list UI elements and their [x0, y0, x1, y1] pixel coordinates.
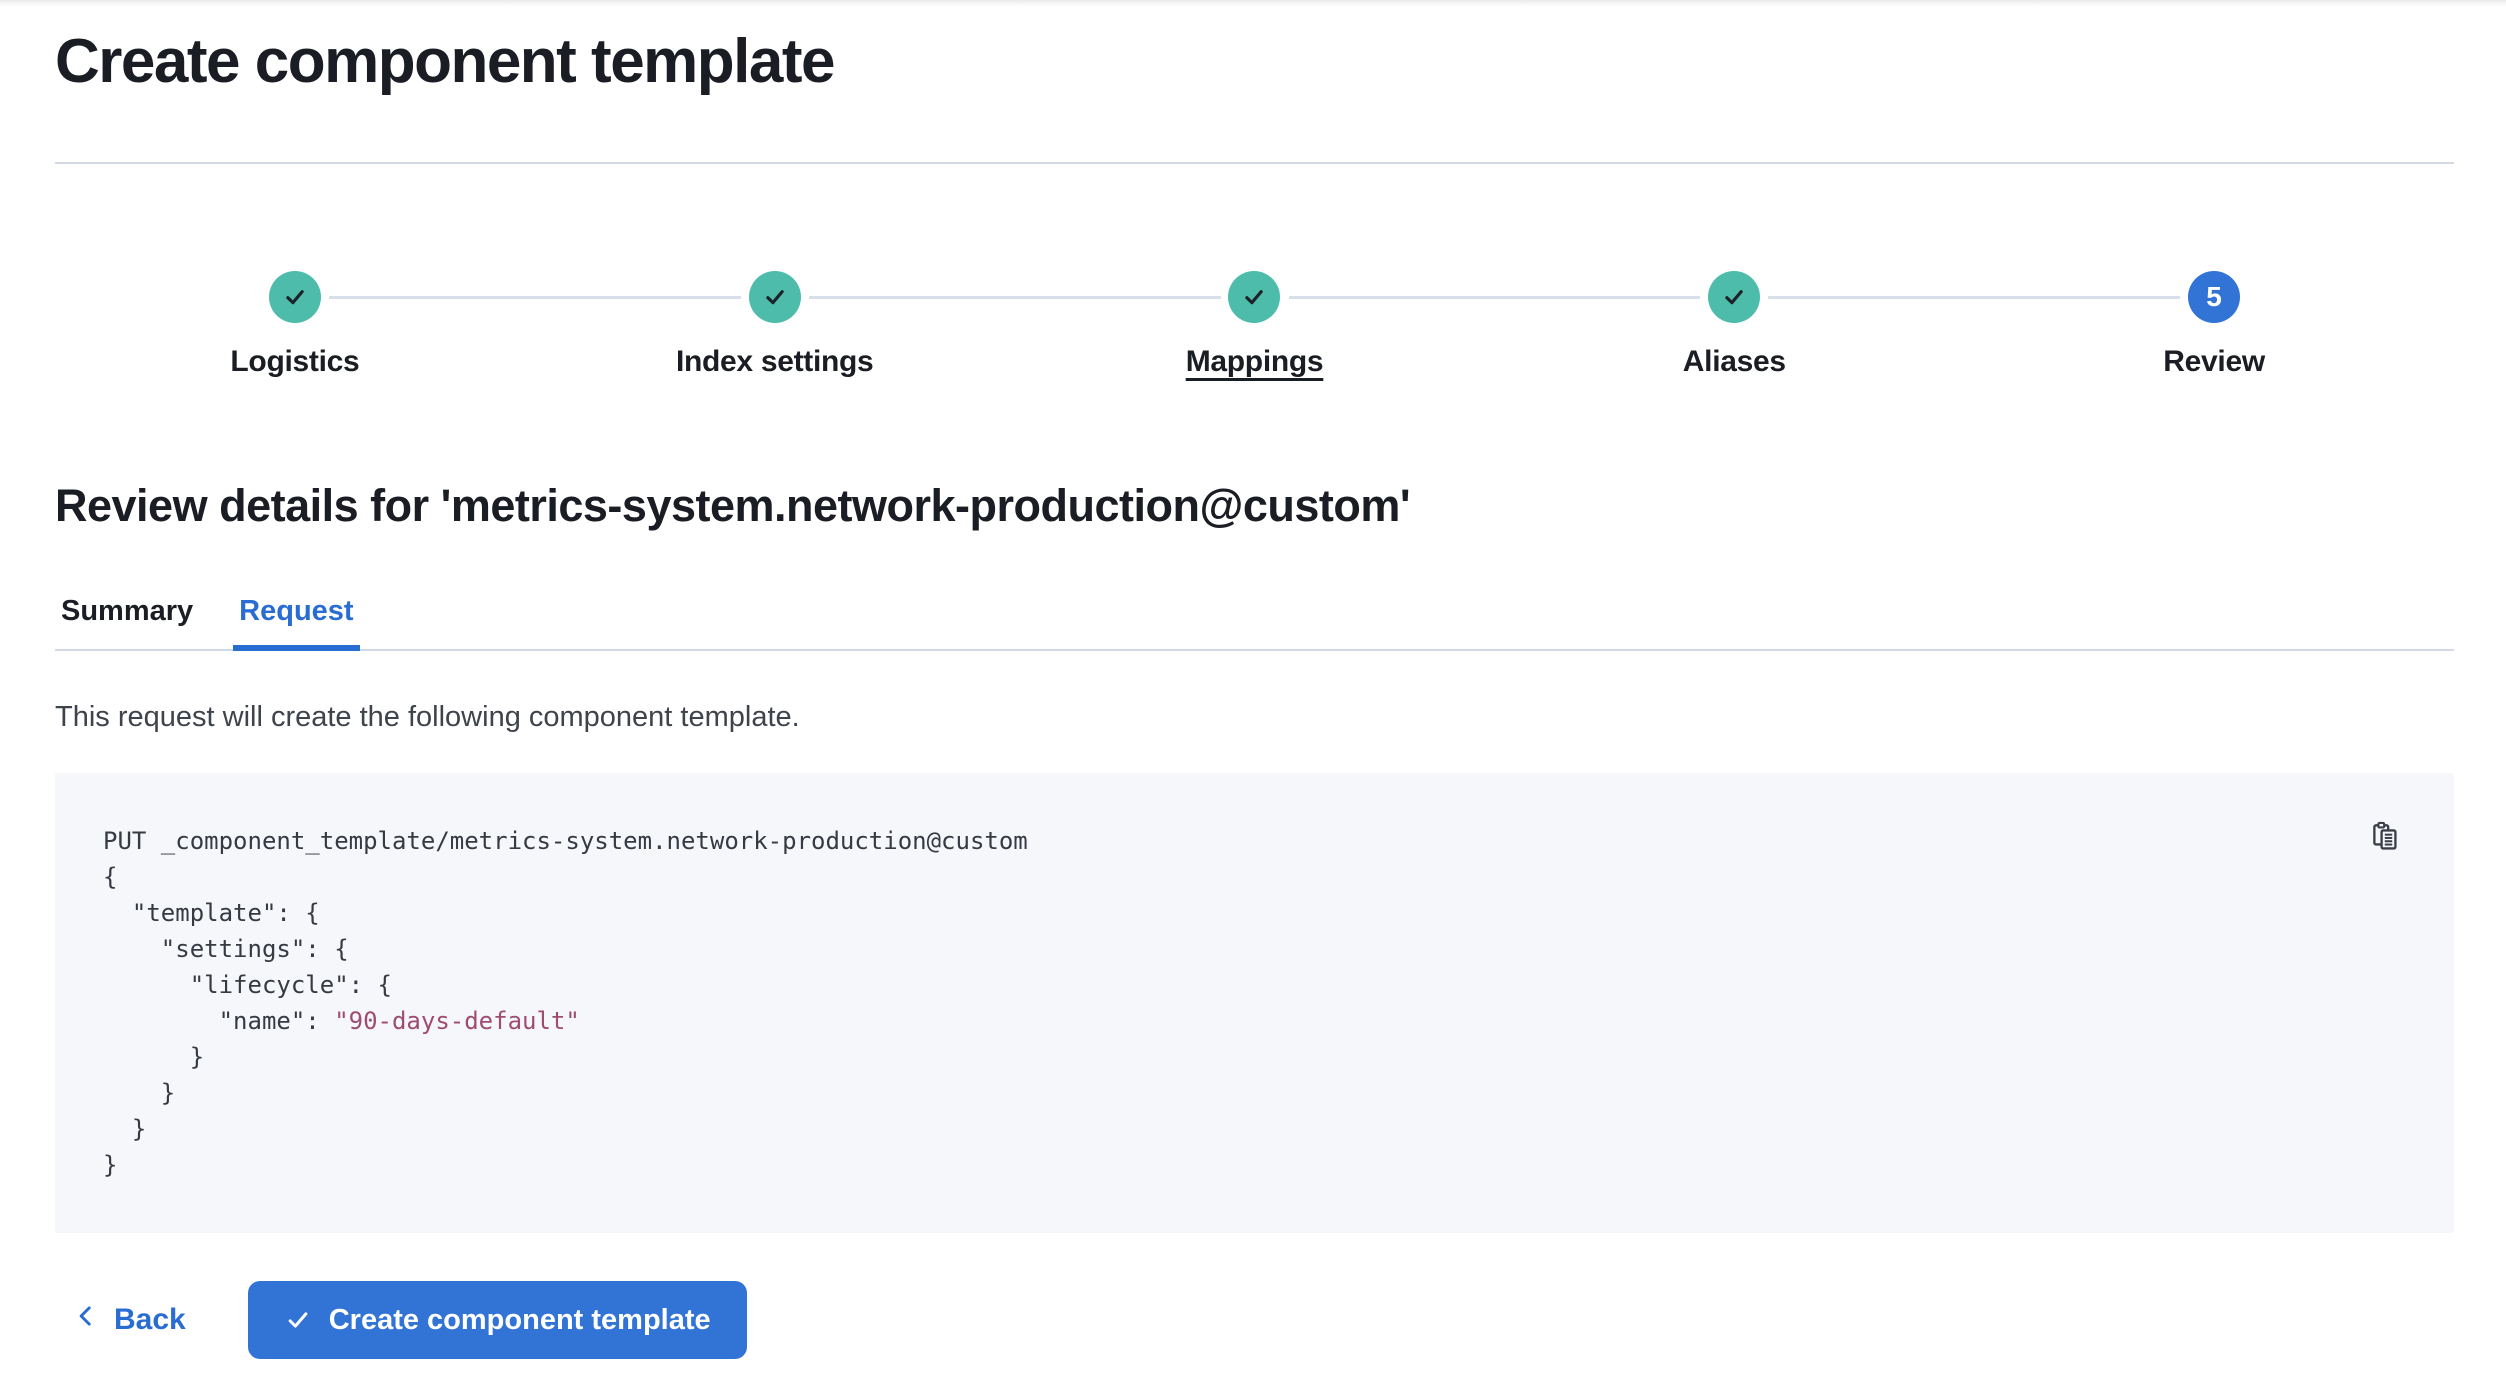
code-line: "name": "90-days-default" — [103, 1007, 580, 1036]
code-line: "lifecycle": { — [103, 971, 392, 1000]
stepper-step-index-settings[interactable]: Index settings — [328, 271, 1015, 379]
wizard-footer: Back Create component template — [55, 1281, 2454, 1360]
tab-request[interactable]: Request — [233, 594, 360, 651]
review-tabs: Summary Request — [55, 594, 2454, 651]
code-line: } — [103, 1079, 176, 1108]
review-heading: Review details for 'metrics-system.netwo… — [55, 480, 1411, 532]
window-top-edge — [0, 0, 2506, 6]
copy-clipboard-button[interactable] — [2366, 819, 2404, 857]
check-icon — [280, 282, 310, 312]
create-component-template-page: Create component template Logistics Inde… — [55, 6, 2454, 1360]
page-title: Create component template — [55, 27, 836, 96]
back-button[interactable]: Back — [55, 1303, 186, 1337]
step-label: Review — [2163, 345, 2265, 379]
code-line: "template": { — [103, 899, 320, 928]
back-button-label: Back — [114, 1303, 186, 1337]
title-divider — [55, 162, 2454, 165]
step-label[interactable]: Logistics — [230, 345, 360, 379]
step-status-circle[interactable] — [268, 271, 321, 324]
step-status-circle[interactable]: 5 — [2188, 271, 2241, 324]
step-label[interactable]: Aliases — [1682, 345, 1786, 379]
request-code-block: PUT _component_template/metrics-system.n… — [55, 773, 2454, 1234]
create-component-template-label: Create component template — [328, 1303, 711, 1336]
check-icon — [1719, 282, 1749, 312]
step-status-circle[interactable] — [1228, 271, 1281, 324]
stepper-step-review: 5 Review — [1768, 271, 2454, 379]
check-icon — [284, 1306, 312, 1334]
wizard-stepper: Logistics Index settings Mappings — [55, 271, 2454, 379]
code-line: } — [103, 1151, 118, 1180]
step-status-circle[interactable] — [748, 271, 801, 324]
code-line: } — [103, 1043, 205, 1072]
copy-clipboard-icon — [2368, 820, 2402, 857]
code-line: PUT _component_template/metrics-system.n… — [103, 827, 1028, 856]
create-component-template-button[interactable]: Create component template — [247, 1281, 747, 1360]
code-line: } — [103, 1115, 147, 1144]
code-line: { — [103, 863, 118, 892]
step-label[interactable]: Mappings — [1185, 345, 1324, 379]
request-description: This request will create the following c… — [55, 700, 800, 733]
step-label[interactable]: Index settings — [675, 345, 874, 379]
request-code: PUT _component_template/metrics-system.n… — [103, 823, 2406, 1183]
chevron-left-icon — [73, 1303, 99, 1337]
step-number: 5 — [2206, 281, 2222, 313]
code-line: "settings": { — [103, 935, 349, 964]
step-status-circle[interactable] — [1708, 271, 1761, 324]
stepper-step-aliases[interactable]: Aliases — [1288, 271, 1974, 379]
stepper-step-logistics[interactable]: Logistics — [55, 271, 535, 379]
tab-summary[interactable]: Summary — [55, 594, 199, 651]
stepper-step-mappings[interactable]: Mappings — [808, 271, 1495, 379]
check-icon — [760, 282, 790, 312]
check-icon — [1239, 282, 1269, 312]
